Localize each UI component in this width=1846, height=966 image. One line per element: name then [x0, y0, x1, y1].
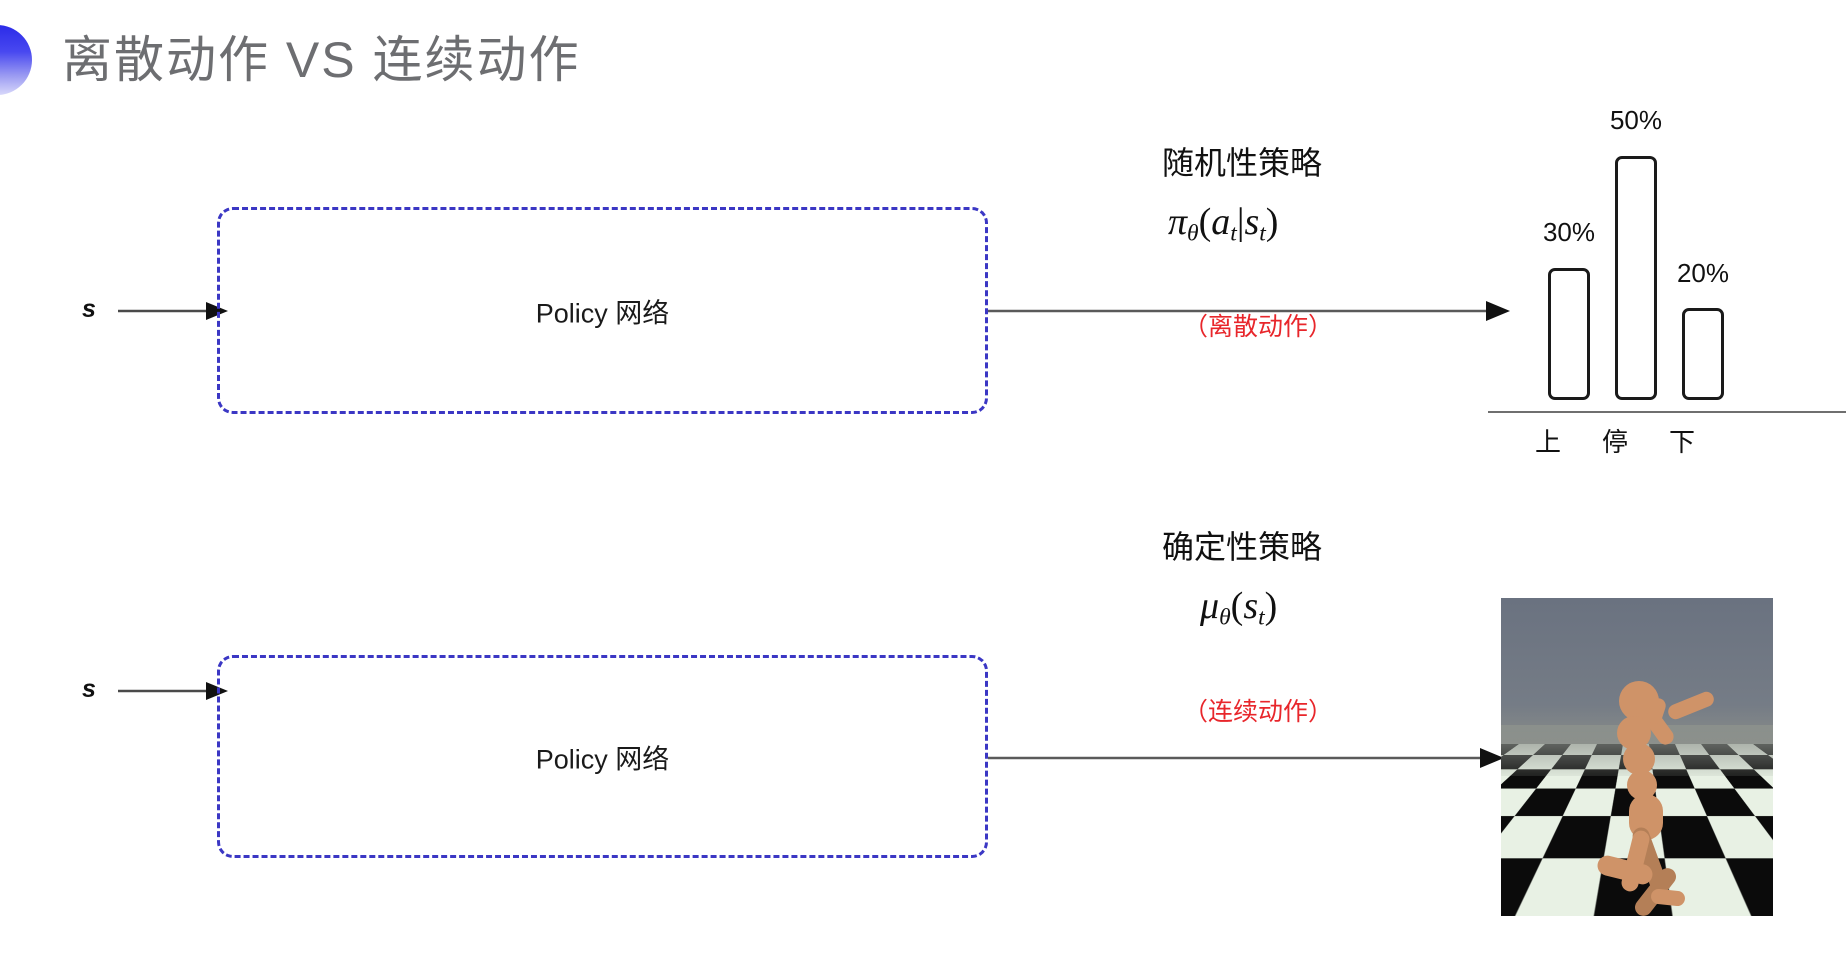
- input-arrow-discrete: [118, 302, 228, 320]
- policy-kind-continuous: 确定性策略: [1162, 529, 1323, 565]
- humanoid-figure: [1501, 598, 1773, 916]
- output-arrow-discrete: [988, 301, 1510, 321]
- policy-formula-discrete: πθ(at|st): [1168, 200, 1278, 248]
- bar-stop: [1615, 156, 1657, 400]
- bar-category-down: 下: [1668, 427, 1695, 457]
- input-state-label-continuous: s: [82, 675, 96, 703]
- input-state-label-discrete: s: [82, 295, 96, 323]
- formula-close-paren-continuous: ): [1264, 585, 1278, 627]
- formula-arg1-sub-continuous: t: [1258, 604, 1265, 631]
- bar-value-down: 20%: [1676, 258, 1730, 288]
- formula-arg2-sub-discrete: t: [1259, 220, 1266, 247]
- formula-arg1-discrete: a: [1211, 201, 1231, 243]
- bar-value-up: 30%: [1542, 217, 1596, 247]
- formula-head-sub-discrete: θ: [1187, 220, 1199, 247]
- formula-head-sub-continuous: θ: [1219, 604, 1231, 631]
- output-arrow-continuous: [988, 748, 1504, 768]
- formula-arg1-continuous: s: [1243, 585, 1259, 627]
- humanoid-simulation-image: [1501, 598, 1773, 916]
- policy-network-box-discrete[interactable]: Policy 网络: [217, 207, 988, 414]
- bar-up: [1548, 268, 1590, 400]
- policy-network-box-continuous[interactable]: Policy 网络: [217, 655, 988, 858]
- formula-arg1-sub-discrete: t: [1230, 220, 1237, 247]
- bar-category-stop: 停: [1601, 427, 1628, 457]
- policy-kind-discrete: 随机性策略: [1162, 145, 1323, 181]
- bar-down: [1682, 308, 1724, 400]
- formula-head-discrete: π: [1168, 201, 1188, 243]
- formula-close-paren-discrete: ): [1265, 201, 1279, 243]
- policy-network-label-continuous: Policy 网络: [535, 744, 670, 774]
- formula-open-paren-discrete: (: [1198, 201, 1212, 243]
- formula-head-continuous: μ: [1200, 585, 1220, 627]
- action-kind-discrete: （离散动作）: [1183, 313, 1334, 341]
- formula-conditional-bar-discrete: |: [1236, 201, 1245, 243]
- policy-network-label-discrete: Policy 网络: [535, 298, 670, 328]
- input-arrow-continuous: [118, 682, 228, 700]
- bar-category-up: 上: [1534, 427, 1561, 457]
- bar-value-stop: 50%: [1609, 105, 1663, 135]
- action-kind-continuous: （连续动作）: [1183, 698, 1334, 726]
- formula-arg2-discrete: s: [1244, 201, 1260, 243]
- formula-open-paren-continuous: (: [1230, 585, 1244, 627]
- title-decoration-half-circle-icon: [0, 25, 32, 95]
- bar-chart-baseline-axis: [1488, 411, 1846, 413]
- policy-formula-continuous: μθ(st): [1200, 584, 1277, 632]
- action-probability-bar-chart: 30% 50% 20%: [1498, 95, 1846, 400]
- page-title: 离散动作 VS 连续动作: [62, 32, 581, 88]
